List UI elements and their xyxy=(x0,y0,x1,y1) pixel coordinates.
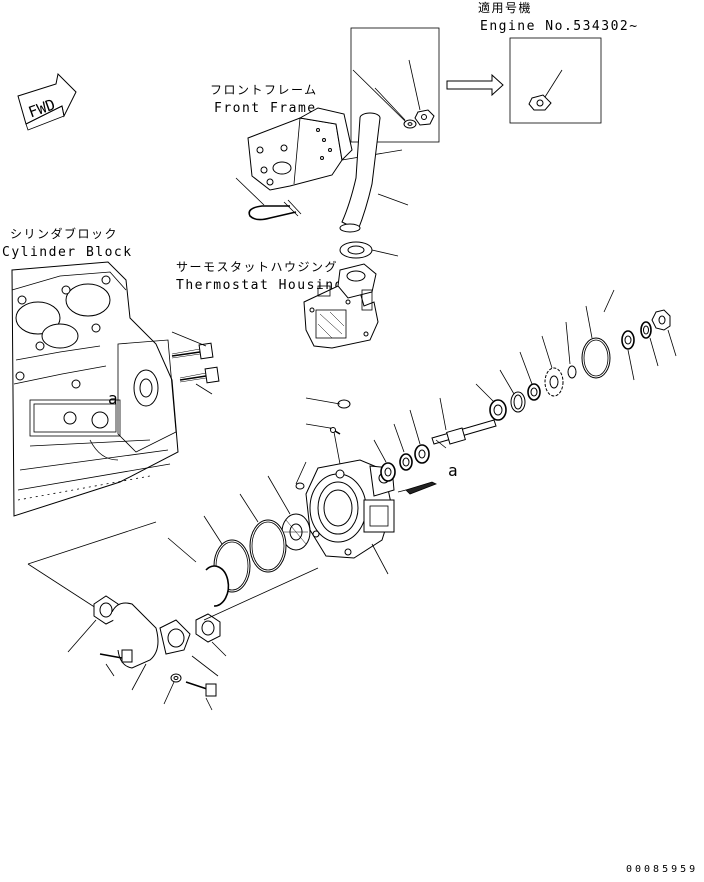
block-bolt-lower xyxy=(179,366,220,395)
seal-rings-mid xyxy=(373,409,430,482)
detail-box-before xyxy=(350,27,440,143)
cylinder-block-label-jp: シリンダブロック xyxy=(10,226,118,241)
arrow-right-icon xyxy=(446,73,504,97)
reference-mark-a-block: a xyxy=(108,389,118,408)
leader-elbow-pipe xyxy=(191,655,219,677)
leader-top-right xyxy=(603,289,615,313)
elbow-bolt-long xyxy=(185,681,217,711)
applicability-label-en: Engine No.534302~ xyxy=(480,19,639,34)
c-clip xyxy=(167,537,230,607)
impeller xyxy=(267,475,311,551)
bearing-large xyxy=(475,383,507,421)
cylinder-block-label-en: Cylinder Block xyxy=(2,245,133,260)
front-frame-bracket xyxy=(247,107,403,191)
snap-ring xyxy=(499,369,526,413)
gasket-small-top xyxy=(305,397,351,409)
water-pipe xyxy=(339,112,409,233)
pump-housing xyxy=(305,459,395,575)
small-o-ring xyxy=(295,461,307,490)
pump-shaft xyxy=(431,397,497,449)
elbow-bolt xyxy=(99,649,133,677)
thermostat-label-en: Thermostat Housing xyxy=(176,278,344,293)
document-number: 00085959 xyxy=(626,864,698,875)
oil-seal xyxy=(621,330,635,381)
washer-end xyxy=(640,321,659,367)
cylinder-block xyxy=(11,261,179,517)
alignment-line-pump xyxy=(203,567,319,621)
pipe-gasket xyxy=(339,241,399,259)
block-bolt-upper xyxy=(171,331,214,360)
gear-pulley xyxy=(541,335,564,397)
drill-bit xyxy=(397,481,437,495)
stud-bolt xyxy=(305,423,341,465)
u-bolt xyxy=(235,177,302,221)
elbow-gasket xyxy=(67,595,119,653)
lock-nut xyxy=(651,309,677,357)
front-frame-label-jp: フロントフレーム xyxy=(210,83,318,97)
reference-mark-a-pump: a xyxy=(448,461,458,480)
applicability-label-jp: 適用号機 xyxy=(478,0,532,15)
detail-box-after xyxy=(509,37,602,124)
large-o-ring xyxy=(581,305,611,379)
elbow-washer xyxy=(163,673,182,705)
front-frame-label-en: Front Frame xyxy=(214,101,317,116)
alignment-line-block xyxy=(27,521,157,565)
bearing-small xyxy=(519,351,541,401)
spacer xyxy=(565,321,577,379)
flange-gasket xyxy=(195,613,227,657)
thermostat-housing xyxy=(303,263,379,349)
thermostat-label-jp: サーモスタットハウジング xyxy=(176,260,338,274)
alignment-line-block-2 xyxy=(27,563,97,609)
o-ring-a xyxy=(239,493,287,573)
fwd-arrow-icon: FWD xyxy=(17,72,77,131)
